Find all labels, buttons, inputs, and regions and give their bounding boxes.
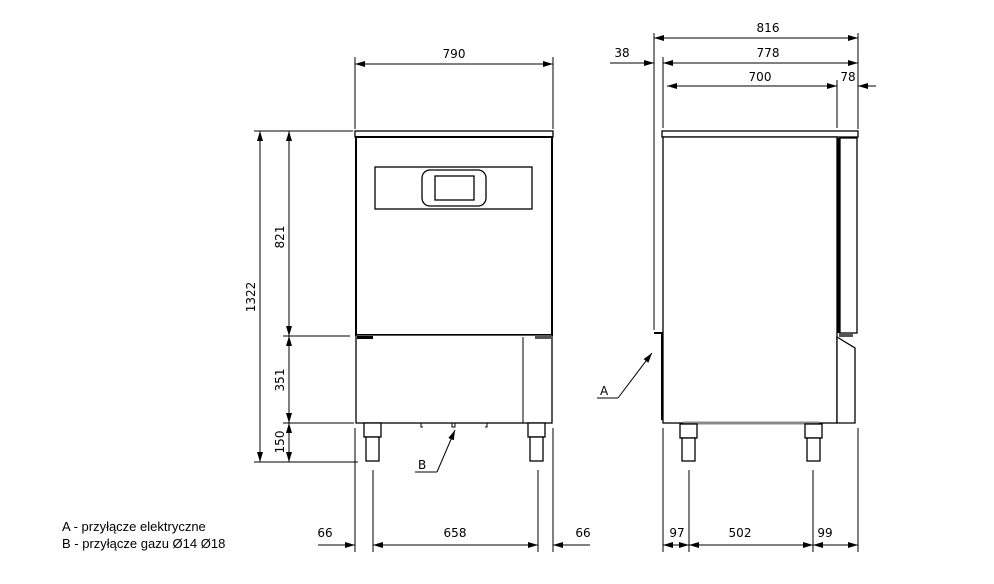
dim-height-upper: 821 [273,226,287,249]
dim-bottom-front: 99 [817,526,832,540]
side-body [662,136,838,424]
front-view: B 790 1322 821 351 150 66 658 66 [244,47,591,552]
dim-height-legs: 150 [273,431,287,454]
leg [363,422,382,462]
dim-depth-body: 778 [757,46,780,60]
leg [527,422,546,462]
side-door [839,137,858,334]
leg [804,423,823,462]
dim-width: 790 [443,47,466,61]
dim-height-total: 1322 [244,282,258,313]
dim-height-middle: 351 [273,369,287,392]
side-view: A 816 38 778 700 78 97 502 99 [597,21,876,552]
dim-depth-total: 816 [757,21,780,35]
dim-bottom-left: 66 [317,526,332,540]
dim-door-depth: 78 [840,70,855,84]
label-a: A [600,384,609,398]
dim-depth-inner: 700 [749,70,772,84]
dim-bottom-span: 502 [729,526,752,540]
dim-bottom-rear: 97 [669,526,684,540]
dim-bottom-right: 66 [575,526,590,540]
dim-bottom-span: 658 [444,526,467,540]
label-b: B [418,458,426,472]
leg [679,423,698,462]
top-slab [661,130,859,138]
legend-item-a: A - przyłącze elektryczne [62,519,206,534]
display-screen [434,175,475,201]
legend: A - przyłącze elektryczne B - przyłącze … [62,518,225,552]
legend-item-b: B - przyłącze gazu Ø14 Ø18 [62,536,226,551]
dim-rear-offset: 38 [614,46,629,60]
